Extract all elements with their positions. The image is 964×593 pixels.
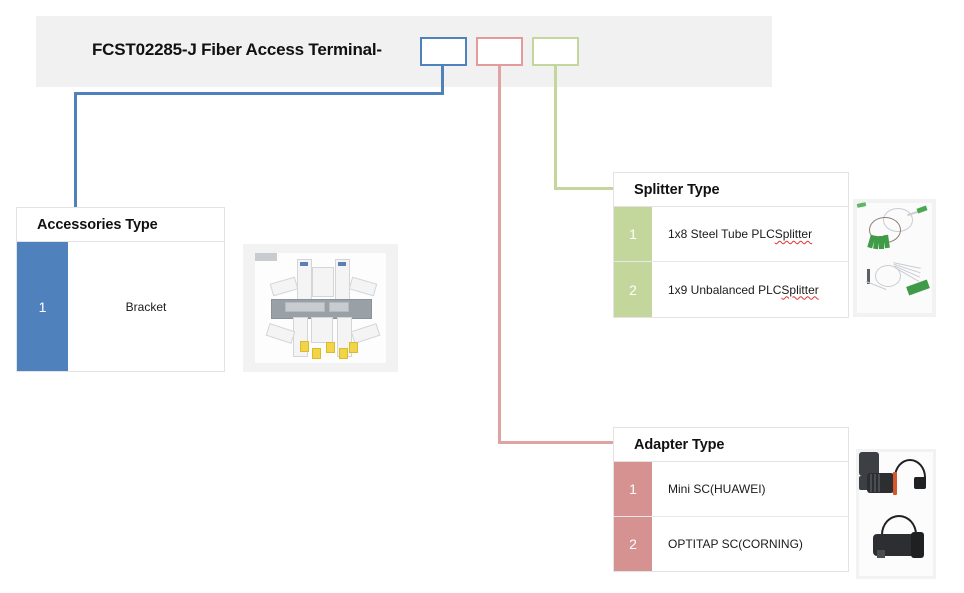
table-row[interactable]: 2 OPTITAP SC(CORNING) — [614, 517, 848, 571]
accessories-connector-segment-2 — [74, 92, 444, 95]
row-label-text: 1x9 Unbalanced PLC — [668, 282, 782, 297]
accessories-connector-segment-1 — [441, 66, 444, 95]
table-row[interactable]: 2 1x9 Unbalanced PLC Splitter — [614, 262, 848, 317]
panel-accessories-type: Accessories Type 1 Bracket — [16, 207, 225, 372]
accessories-image-box — [243, 244, 398, 372]
row-label: 1x9 Unbalanced PLC Splitter — [652, 262, 848, 317]
optitap-adapter-photo — [859, 452, 933, 576]
plc-splitter-photo — [856, 202, 932, 313]
row-label: Mini SC(HUAWEI) — [668, 482, 766, 496]
panel-splitter-title: Splitter Type — [634, 181, 720, 198]
row-label-misspelled: Splitter — [781, 282, 819, 297]
panel-adapter-header: Adapter Type — [614, 428, 848, 462]
row-number: 1 — [614, 207, 652, 261]
row-number: 2 — [614, 517, 652, 571]
panel-adapter-type: Adapter Type 1 Mini SC(HUAWEI) 2 OPTITAP… — [613, 427, 849, 572]
page-title: FCST02285-J Fiber Access Terminal- — [92, 40, 382, 59]
code-slot-accessories[interactable] — [420, 37, 467, 66]
table-row[interactable]: 1 1x8 Steel Tube PLC Splitter — [614, 207, 848, 262]
row-number: 1 — [614, 462, 652, 516]
panel-adapter-title: Adapter Type — [634, 436, 725, 453]
adapter-connector-segment-1 — [498, 66, 501, 444]
row-number: 1 — [17, 242, 68, 371]
splitter-connector-segment-1 — [554, 66, 557, 190]
panel-accessories-header: Accessories Type — [17, 208, 224, 242]
bracket-assembly-photo — [255, 253, 386, 363]
splitter-image-box — [853, 199, 936, 317]
accessories-connector-segment-3 — [74, 92, 77, 209]
panel-splitter-type: Splitter Type 1 1x8 Steel Tube PLC Split… — [613, 172, 849, 318]
table-row[interactable]: 1 Bracket — [17, 242, 224, 371]
row-label: 1x8 Steel Tube PLC Splitter — [652, 207, 848, 261]
panel-accessories-title: Accessories Type — [37, 216, 158, 233]
row-label: Bracket — [125, 299, 167, 314]
table-row[interactable]: 1 Mini SC(HUAWEI) — [614, 462, 848, 517]
row-label-text: 1x8 Steel Tube PLC — [668, 227, 775, 241]
header-band — [36, 16, 772, 87]
splitter-connector-segment-2 — [554, 187, 615, 190]
row-number: 2 — [614, 262, 652, 317]
panel-splitter-header: Splitter Type — [614, 173, 848, 207]
code-slot-splitter[interactable] — [532, 37, 579, 66]
row-label-misspelled: Splitter — [774, 227, 813, 241]
code-slot-adapter[interactable] — [476, 37, 523, 66]
row-label: OPTITAP SC(CORNING) — [668, 537, 803, 551]
adapter-connector-segment-2 — [498, 441, 615, 444]
adapter-image-box — [856, 449, 936, 579]
